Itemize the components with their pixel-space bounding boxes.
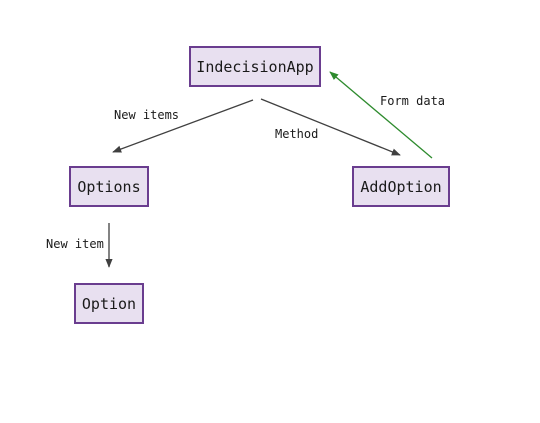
arrow-add-option-to-app <box>329 71 433 159</box>
arrow-app-to-add-option <box>260 98 401 156</box>
arrow-app-to-options <box>112 99 254 153</box>
node-option: Option <box>74 283 144 324</box>
node-indecision-app: IndecisionApp <box>189 46 321 87</box>
label-form-data: Form data <box>380 94 446 108</box>
label-method: Method <box>275 127 319 141</box>
label-new-items: New items <box>114 108 180 122</box>
node-add-option: AddOption <box>352 166 450 207</box>
node-options: Options <box>69 166 149 207</box>
label-new-item: New item <box>46 237 104 251</box>
